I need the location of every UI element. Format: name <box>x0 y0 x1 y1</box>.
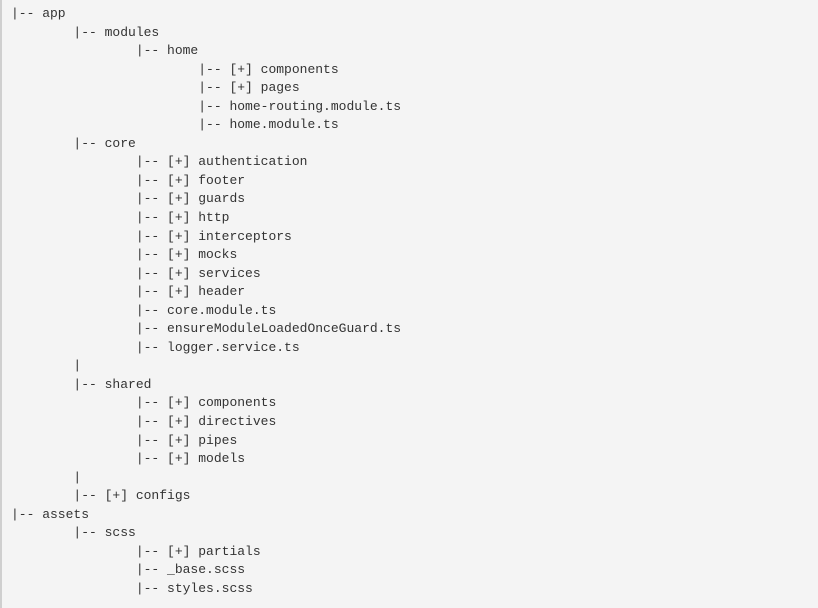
tree-line: |-- modules <box>11 24 160 40</box>
tree-line: |-- [+] configs <box>11 488 191 504</box>
tree-line: |-- [+] interceptors <box>11 228 292 244</box>
tree-line: | <box>11 469 82 485</box>
tree-line: |-- home.module.ts <box>11 117 339 133</box>
tree-line: |-- home-routing.module.ts <box>11 98 402 114</box>
tree-line: |-- styles.scss <box>11 580 253 596</box>
tree-line: |-- [+] partials <box>11 543 261 559</box>
tree-line: |-- _base.scss <box>11 562 246 578</box>
tree-line: |-- app <box>11 6 66 21</box>
tree-line: |-- [+] models <box>11 451 246 467</box>
tree-line: |-- [+] components <box>11 395 277 411</box>
tree-line: |-- assets <box>11 506 90 522</box>
tree-line: |-- shared <box>11 376 152 392</box>
tree-line: |-- [+] pages <box>11 80 300 96</box>
tree-line: |-- [+] mocks <box>11 247 238 263</box>
tree-line: |-- core.module.ts <box>11 302 277 318</box>
tree-line: |-- [+] directives <box>11 414 277 430</box>
tree-line: |-- scss <box>11 525 136 541</box>
tree-line: |-- [+] services <box>11 265 261 281</box>
tree-line: |-- logger.service.ts <box>11 339 300 355</box>
tree-line: |-- [+] header <box>11 284 246 300</box>
tree-line: |-- [+] components <box>11 61 339 77</box>
tree-line: |-- [+] guards <box>11 191 246 207</box>
tree-line: |-- core <box>11 135 136 151</box>
tree-line: |-- [+] pipes <box>11 432 238 448</box>
tree-line: |-- [+] footer <box>11 172 246 188</box>
tree-line: |-- ensureModuleLoadedOnceGuard.ts <box>11 321 402 337</box>
tree-line: |-- [+] authentication <box>11 154 308 170</box>
tree-line: |-- home <box>11 43 199 59</box>
tree-line: |-- [+] http <box>11 210 230 226</box>
tree-line: | <box>11 358 82 374</box>
